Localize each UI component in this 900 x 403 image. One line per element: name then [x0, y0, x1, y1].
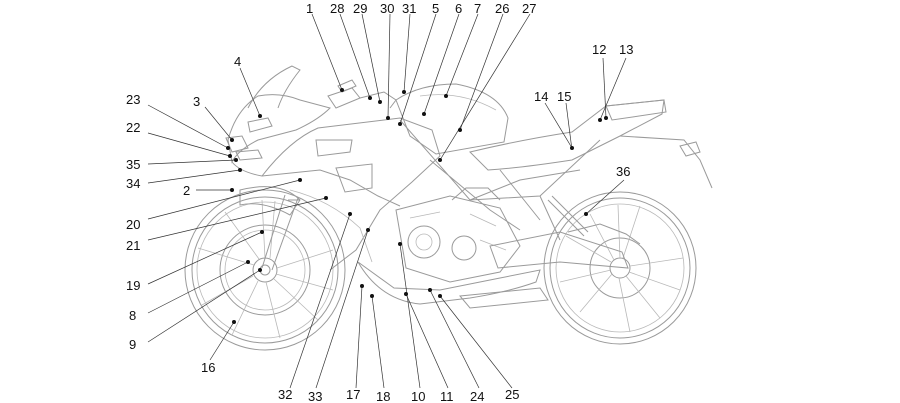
- callout-26: 26: [495, 1, 509, 16]
- callout-15: 15: [557, 89, 571, 104]
- callout-9: 9: [129, 337, 136, 352]
- callout-1: 1: [306, 1, 313, 16]
- marker-dots: [226, 88, 608, 324]
- callout-34: 34: [126, 176, 140, 191]
- callout-6: 6: [455, 1, 462, 16]
- callout-35: 35: [126, 157, 140, 172]
- callout-27: 27: [522, 1, 536, 16]
- callout-18: 18: [376, 389, 390, 403]
- callout-29: 29: [353, 1, 367, 16]
- front-wheel: [184, 189, 346, 351]
- callout-2: 2: [183, 183, 190, 198]
- callout-24: 24: [470, 389, 484, 403]
- callout-33: 33: [308, 389, 322, 403]
- callout-16: 16: [201, 360, 215, 375]
- callout-17: 17: [346, 387, 360, 402]
- callout-4: 4: [234, 54, 241, 69]
- callout-12: 12: [592, 42, 606, 57]
- leader-lines: [147, 13, 627, 389]
- callout-21: 21: [126, 238, 140, 253]
- callout-19: 19: [126, 278, 140, 293]
- callout-7: 7: [474, 1, 481, 16]
- callout-11: 11: [440, 389, 454, 403]
- callout-13: 13: [619, 42, 633, 57]
- engine-block: [395, 187, 521, 283]
- callout-36: 36: [616, 164, 630, 179]
- callout-30: 30: [380, 1, 394, 16]
- callout-32: 32: [278, 387, 292, 402]
- callout-23: 23: [126, 92, 140, 107]
- callout-20: 20: [126, 217, 140, 232]
- rear-wheel: [543, 191, 697, 345]
- callout-31: 31: [402, 1, 416, 16]
- callout-10: 10: [411, 389, 425, 403]
- callout-14: 14: [534, 89, 548, 104]
- callout-labels: 1 28 29 30 31 5 6 7 26 27 4 23 3 22 35 3…: [126, 1, 633, 403]
- callout-3: 3: [193, 94, 200, 109]
- callout-8: 8: [129, 308, 136, 323]
- motorcycle-drawing: [184, 65, 713, 351]
- callout-28: 28: [330, 1, 344, 16]
- callout-25: 25: [505, 387, 519, 402]
- callout-5: 5: [432, 1, 439, 16]
- callout-22: 22: [126, 120, 140, 135]
